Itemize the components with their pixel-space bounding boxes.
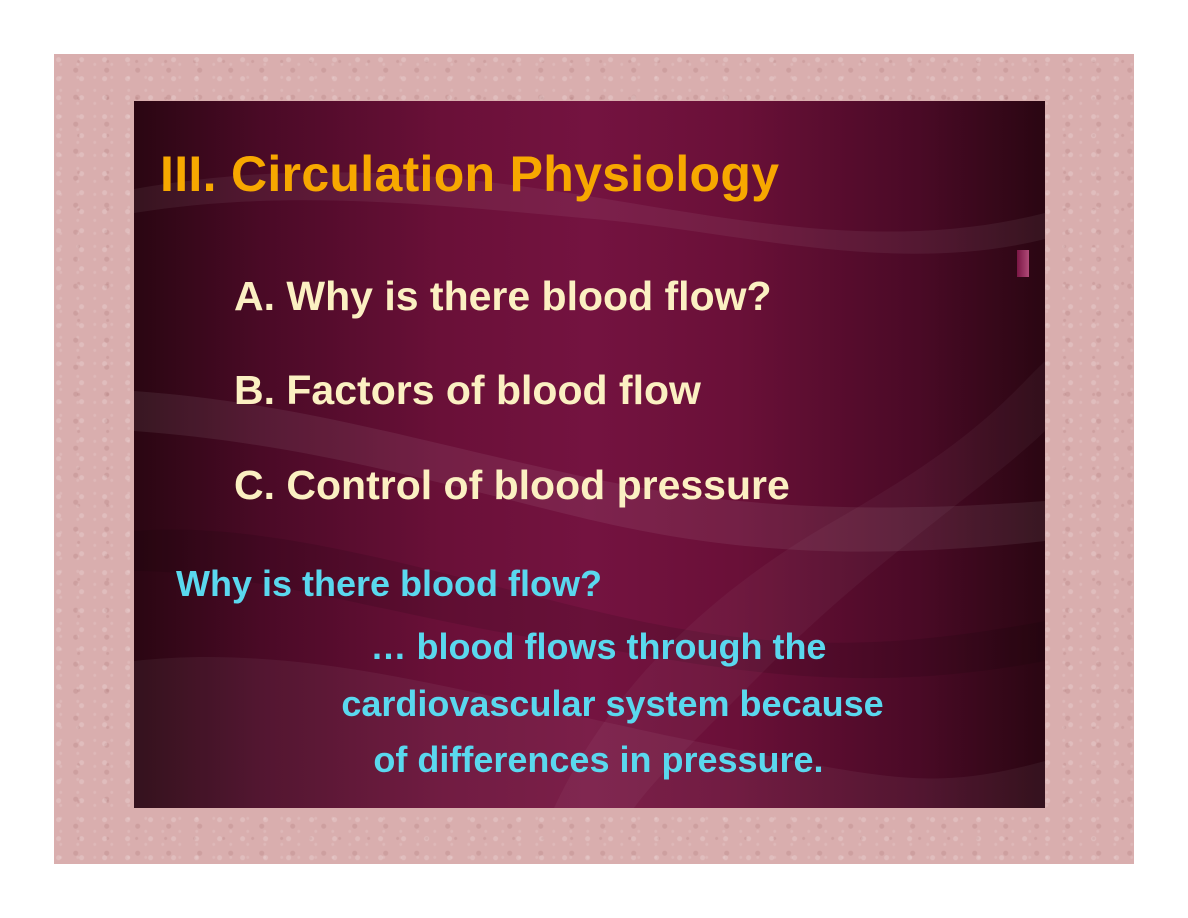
decorative-accent-tab bbox=[1017, 250, 1029, 277]
outline-item-b: B. Factors of blood flow bbox=[234, 367, 701, 413]
wave-band-lower bbox=[134, 529, 1045, 679]
answer-line-1: … blood flows through the bbox=[370, 626, 827, 667]
slide-title: III. Circulation Physiology bbox=[160, 146, 780, 202]
answer-line-3: of differences in pressure. bbox=[373, 739, 824, 780]
outline-item-c: C. Control of blood pressure bbox=[234, 462, 790, 508]
answer-line-2: cardiovascular system because bbox=[341, 683, 884, 724]
decorative-wave-background bbox=[134, 172, 1045, 808]
question-heading: Why is there blood flow? bbox=[176, 563, 602, 604]
wave-sweep bbox=[554, 361, 1045, 808]
wave-band-top bbox=[134, 172, 1045, 254]
wave-band-bottom bbox=[134, 657, 1045, 808]
outline-item-a: A. Why is there blood flow? bbox=[234, 273, 772, 319]
wave-band-middle bbox=[134, 391, 1045, 552]
slide: III. Circulation Physiology A. Why is th… bbox=[134, 101, 1045, 808]
